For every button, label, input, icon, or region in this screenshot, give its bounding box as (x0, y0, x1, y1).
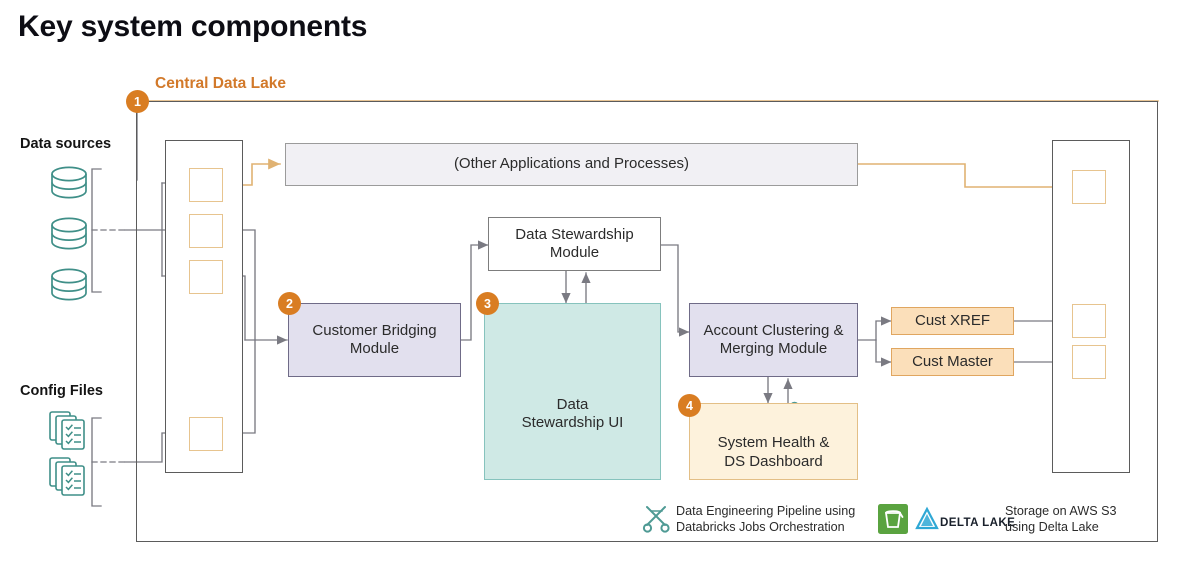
dsm-label-line1: Data Stewardship (515, 225, 634, 243)
delta-lake-wordmark: DELTA LAKE (940, 516, 1016, 529)
pipeline-legend-line2: Databricks Jobs Orchestration (676, 520, 845, 535)
config-files-label: Config Files (20, 383, 103, 399)
cust-master-label: Cust Master (912, 352, 993, 370)
pipeline-legend-text: Data Engineering Pipeline using Databric… (676, 503, 876, 535)
ingest-mini-box-3 (189, 260, 223, 294)
account-clustering-module-box[interactable]: Account Clustering & Merging Module (689, 303, 858, 377)
ingest-mini-box-1 (189, 168, 223, 202)
cust-master-box[interactable]: Cust Master (891, 348, 1014, 376)
ingest-mini-box-2 (189, 214, 223, 248)
other-applications-box[interactable]: (Other Applications and Processes) (285, 143, 858, 186)
ingest-mini-box-4 (189, 417, 223, 451)
badge-4[interactable]: 4 (678, 394, 701, 417)
data-sources-label: Data sources (20, 136, 112, 152)
badge-3[interactable]: 3 (476, 292, 499, 315)
data-stewardship-module-box[interactable]: Data Stewardship Module (488, 217, 661, 271)
page-title: Key system components (18, 10, 368, 43)
cbm-label-line2: Module (349, 340, 400, 357)
storage-legend-line1: Storage on AWS S3 (1005, 504, 1117, 518)
dsui-label-line2: Stewardship UI (521, 414, 624, 432)
serving-mini-box-1 (1072, 170, 1106, 204)
acm-label-line2: Merging Module (719, 340, 828, 357)
storage-legend-line2: using Delta Lake (1005, 520, 1099, 535)
storage-legend-text: Storage on AWS S3 using Delta Lake (1005, 503, 1165, 535)
cbm-label-line1: Customer Bridging (312, 321, 437, 339)
dsui-label-line1: Data (556, 396, 589, 413)
cust-xref-box[interactable]: Cust XREF (891, 307, 1014, 335)
system-health-dashboard-box[interactable]: System Health & DS Dashboard (689, 403, 858, 480)
central-data-lake-label: Central Data Lake (155, 75, 286, 92)
shd-label-line1: System Health & (717, 434, 830, 452)
customer-bridging-module-box[interactable]: Customer Bridging Module (288, 303, 461, 377)
serving-mini-box-2 (1072, 304, 1106, 338)
serving-mini-box-3 (1072, 345, 1106, 379)
shd-label-line2: DS Dashboard (724, 452, 823, 470)
central-data-lake-frame (136, 101, 1158, 542)
dsm-label-line2: Module (549, 244, 600, 261)
pipeline-legend-line1: Data Engineering Pipeline using (676, 504, 856, 518)
badge-2[interactable]: 2 (278, 292, 301, 315)
cust-xref-label: Cust XREF (914, 311, 990, 329)
badge-1[interactable]: 1 (126, 90, 149, 113)
data-stewardship-ui-box[interactable]: Data Stewardship UI (484, 303, 661, 480)
acm-label-line1: Account Clustering & (703, 321, 844, 339)
other-applications-label: (Other Applications and Processes) (453, 155, 690, 173)
